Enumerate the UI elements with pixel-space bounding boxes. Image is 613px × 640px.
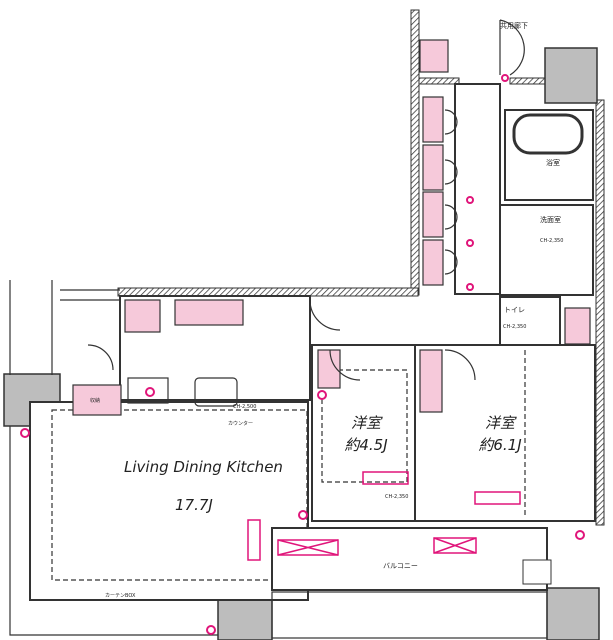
bedroom2-label: 洋室 (485, 414, 517, 432)
bedroom1-ceiling-line (321, 369, 408, 483)
balcony (271, 527, 548, 591)
balcony-parapet (271, 591, 548, 639)
outlet-marker (206, 625, 216, 635)
wall-entry (418, 77, 460, 85)
outlet-marker (501, 74, 509, 82)
kitchen-storage (124, 299, 161, 333)
outlet-marker (466, 196, 474, 204)
closet (422, 191, 444, 238)
exterior-corridor-lines (9, 280, 218, 636)
outlet-marker (20, 428, 30, 438)
outlet-marker (317, 390, 327, 400)
sink (194, 377, 238, 407)
outlet-marker (145, 387, 155, 397)
washroom (499, 204, 594, 296)
toilet-label: トイレ (504, 306, 525, 314)
counter-label: カウンター (228, 420, 253, 427)
outlet-marker (466, 283, 474, 291)
storage-label: 収納 (90, 397, 100, 404)
outlet-marker (298, 510, 308, 520)
service-door (87, 344, 114, 371)
closet (422, 239, 444, 286)
entry-hall (454, 83, 501, 295)
ldk-label: Living Dining Kitchen (124, 458, 283, 476)
ldk-ch: CH-2,500 (233, 404, 256, 410)
kitchen-cabinet (174, 299, 244, 326)
column (544, 47, 598, 104)
toilet-ch: CH-2,350 (503, 324, 526, 330)
bedroom2-closet (419, 349, 443, 413)
entry-door (499, 19, 525, 76)
wall-upper-left (410, 9, 420, 296)
bedroom1-label: 洋室 (351, 414, 383, 432)
ldk-storage (72, 384, 122, 416)
wall-right (595, 99, 605, 526)
shoe-closet (422, 96, 444, 143)
bedroom1-door (329, 349, 361, 381)
ldk-ceiling-line (51, 409, 308, 581)
wash-ch: CH-2,350 (540, 238, 563, 244)
window-mark (474, 491, 521, 505)
storage-toilet (564, 307, 591, 345)
closet-doors (444, 109, 458, 275)
bathtub (512, 113, 584, 155)
toilet (499, 296, 561, 346)
bath-label: 浴室 (546, 158, 560, 167)
bedroom1-closet (317, 349, 341, 389)
bed-ch: CH-2,350 (385, 494, 408, 500)
wall-top-left (117, 287, 419, 297)
column (546, 587, 600, 640)
bedroom2-size: 約6.1J (478, 436, 521, 454)
closet (422, 144, 444, 191)
ac-unit-mark (277, 539, 339, 556)
meter-box (419, 39, 449, 73)
window-mark (362, 471, 409, 485)
balcony-label: バルコニー (383, 562, 418, 570)
curtain-box-label: カーテンBOX (105, 593, 136, 599)
bedroom1-size: 約4.5J (344, 436, 387, 454)
outlet-marker (575, 530, 585, 540)
ac-unit-mark (433, 537, 477, 554)
stove (127, 377, 169, 404)
common-corridor-label: 共用廊下 (500, 21, 528, 30)
ldk-size: 17.7J (175, 496, 213, 514)
wall-entry-right (509, 77, 546, 85)
bathroom (504, 109, 594, 201)
ldk-door (309, 299, 341, 331)
ldk-room (29, 401, 309, 601)
washroom-label: 洗面室 (540, 215, 561, 224)
bedroom2-door (444, 349, 476, 381)
window-mark (247, 519, 261, 561)
outlet-marker (466, 239, 474, 247)
evacuation-hatch (522, 559, 552, 585)
